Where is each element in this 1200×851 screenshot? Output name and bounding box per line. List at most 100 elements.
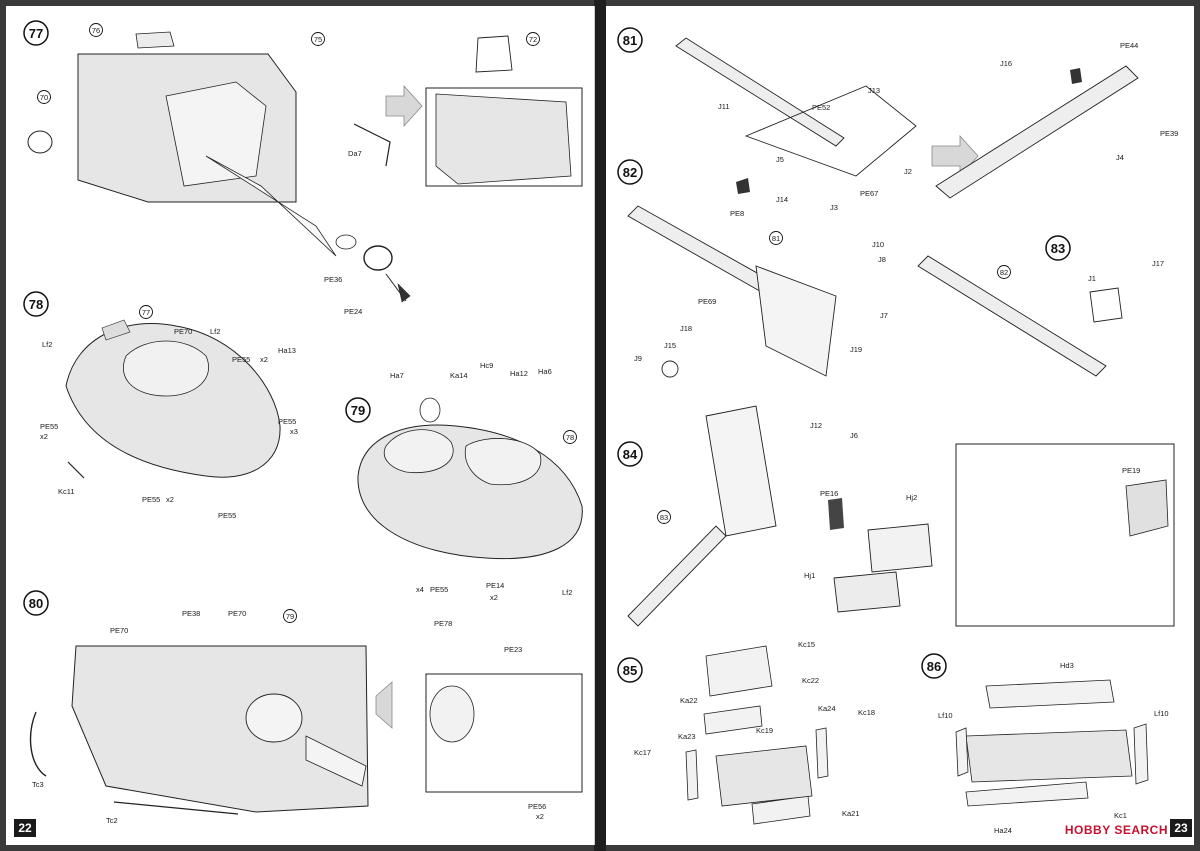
mantlet-ring — [335, 234, 357, 250]
part-label: 75 — [314, 35, 322, 44]
part-label: J18 — [680, 324, 692, 333]
part-label: Kc18 — [858, 708, 875, 717]
part-label: x2 — [260, 355, 268, 364]
part-label: PE39 — [1160, 129, 1178, 138]
step-number: 84 — [623, 447, 638, 462]
step-78: 78 77 PE70 Lf2 Lf2 PE55 x2 Ha13 PE55 x3 … — [23, 291, 298, 520]
da7-rod — [353, 123, 391, 167]
part-label: J16 — [1000, 59, 1012, 68]
part-label: PE55 — [278, 417, 296, 426]
part-label: Ha24 — [994, 826, 1012, 835]
part-label: J6 — [850, 431, 858, 440]
hj2-ammo-box — [867, 523, 933, 573]
part-label: J14 — [776, 195, 788, 204]
part-label: Lf10 — [938, 711, 953, 720]
pe44-part — [1070, 68, 1082, 84]
step-82: 82 81 J10 J8 PE69 J18 J15 J9 J7 J19 — [617, 159, 888, 378]
part-label: J12 — [810, 421, 822, 430]
step-number: 85 — [623, 663, 637, 678]
kc1-box — [965, 729, 1133, 783]
part-label: Kc15 — [798, 640, 815, 649]
part-label: PE70 — [228, 609, 246, 618]
part-label: J11 — [718, 102, 730, 111]
step-85: 85 Kc15 Kc22 Ka22 Ka24 Kc18 Kc19 Ka23 Kc… — [617, 640, 875, 825]
mg-mount — [705, 405, 777, 537]
result-detail-box — [425, 87, 583, 187]
commander-cupola — [123, 340, 209, 397]
part-label: PE8 — [730, 209, 744, 218]
turret-front-plate — [165, 81, 267, 187]
part-label: PE55 — [142, 495, 160, 504]
part-label: J7 — [880, 311, 888, 320]
part-label: x2 — [490, 593, 498, 602]
pe24-bracket — [397, 283, 411, 303]
part-label: Ka14 — [450, 371, 468, 380]
part-label: J5 — [776, 155, 784, 164]
lf10-right — [1133, 723, 1149, 785]
part-label: 83 — [660, 513, 668, 522]
ka22-panel — [703, 705, 763, 735]
kc22-panel — [705, 645, 773, 697]
kc19-base — [715, 745, 813, 807]
part-label: J2 — [904, 167, 912, 176]
part-label: Kc22 — [802, 676, 819, 685]
gun-barrel-exploded — [205, 155, 337, 257]
part-label: x2 — [536, 812, 544, 821]
part-label: PE70 — [110, 626, 128, 635]
ka24-panel — [815, 727, 829, 779]
mg-assembled — [935, 65, 1139, 199]
step-number: 81 — [623, 33, 637, 48]
periscope-detail — [429, 685, 475, 743]
part-label: Ha12 — [510, 369, 528, 378]
callout-circle — [37, 90, 51, 104]
callout-circle — [769, 231, 783, 245]
part-label: 79 — [286, 612, 294, 621]
step-number: 79 — [351, 403, 365, 418]
part-label: PE55 — [218, 511, 236, 520]
instruction-page-left: 77 76 75 70 72 Da7 PE36 PE24 78 — [6, 6, 595, 845]
step-number-circle — [617, 657, 643, 683]
part-label: Ka23 — [678, 732, 696, 741]
part-label: 77 — [142, 308, 150, 317]
part-72 — [475, 35, 513, 73]
part-label: Kc1 — [1114, 811, 1127, 820]
part-label: PE14 — [486, 581, 504, 590]
part-label: Ka22 — [680, 696, 698, 705]
part-label: 72 — [529, 35, 537, 44]
step-arrow — [385, 84, 423, 128]
part-label: Hc9 — [480, 361, 493, 370]
part-label: Da7 — [348, 149, 362, 158]
pe16-part — [828, 498, 844, 530]
step-number-circle — [23, 590, 49, 616]
turret-top-shell — [65, 323, 281, 478]
step-number-circle — [617, 159, 643, 185]
part-label: x3 — [290, 427, 298, 436]
part-label: PE23 — [504, 645, 522, 654]
part-label: Ka24 — [818, 704, 836, 713]
mg-barrel — [917, 255, 1107, 377]
part-label: PE38 — [182, 609, 200, 618]
tc3-rail — [29, 711, 47, 777]
part-label: PE78 — [434, 619, 452, 628]
callout-circle — [563, 430, 577, 444]
figure-head — [419, 397, 441, 423]
part-label: PE16 — [820, 489, 838, 498]
mg-receiver-frame — [744, 85, 917, 177]
part-label: J13 — [868, 86, 880, 95]
step-77: 77 76 75 70 72 Da7 PE36 PE24 — [23, 20, 583, 316]
part-label: PE44 — [1120, 41, 1138, 50]
part-label: x2 — [166, 495, 174, 504]
step-number: 82 — [623, 165, 637, 180]
j15-wheel — [661, 360, 679, 378]
part-label: Ha7 — [390, 371, 404, 380]
part-76 — [135, 31, 175, 49]
step-81: 81 J11 J13 PE52 J5 J14 J3 J2 PE67 PE8 J1… — [617, 27, 1178, 218]
mg-barrel-vertical — [627, 525, 727, 627]
callout-circle — [311, 32, 325, 46]
step-83: 83 82 J1 J17 PE19 — [917, 235, 1175, 627]
detail-box — [425, 673, 583, 793]
part-label: PE55 — [232, 355, 250, 364]
detail-box — [955, 443, 1175, 627]
hj1-ammo-box — [833, 571, 901, 613]
hatch-part — [101, 319, 131, 341]
